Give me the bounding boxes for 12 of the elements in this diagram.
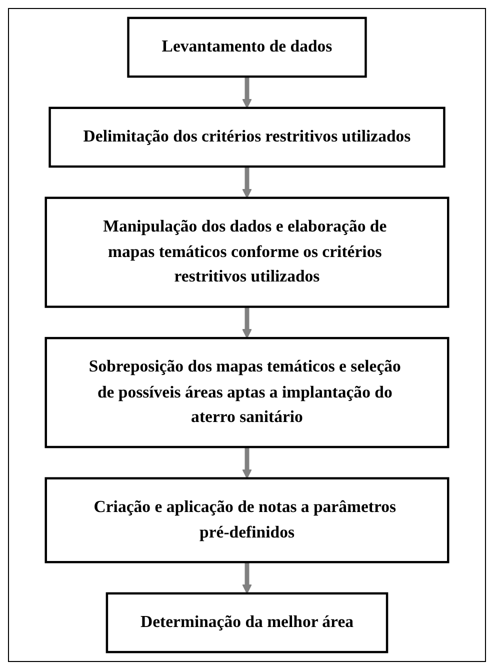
arrow (242, 447, 252, 479)
node-box (44, 336, 450, 448)
node-box (106, 592, 388, 654)
arrow (242, 306, 252, 339)
node-box (48, 106, 446, 168)
arrow (242, 76, 252, 108)
arrow (242, 166, 252, 198)
arrow (242, 562, 252, 594)
diagram-frame: Levantamento de dados Delimitação dos critérios restritivos utilizados Manipulação dos dados e elaboração de mapas temáticos conforme os critérios restritivos utilizados Sobreposição dos mapas temáticos e seleção de possíveis áreas aptas a implantação do aterro sanitário Criação e aplicação de notas a parâmetros pré-definidos Determinação da melhor área (8, 8, 486, 662)
node-box (44, 477, 450, 564)
node-box (44, 196, 450, 308)
node-box (127, 16, 367, 78)
